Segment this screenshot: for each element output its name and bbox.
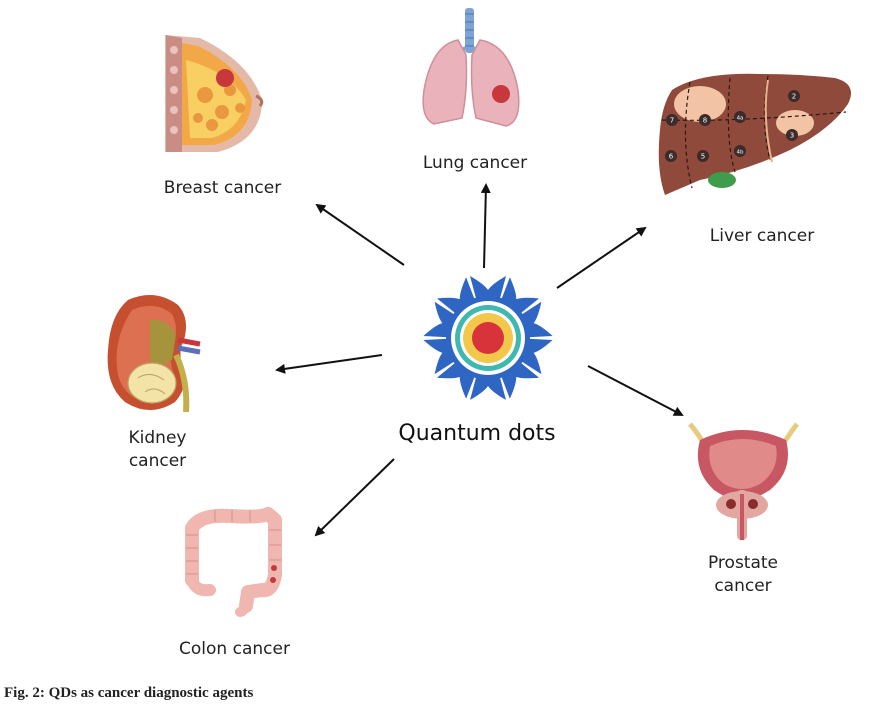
kidney-icon — [107, 295, 201, 413]
breast-icon — [165, 35, 264, 152]
kidney-label-line2: cancer — [128, 451, 187, 471]
liver-segment-label: 5 — [701, 153, 705, 161]
prostate-icon — [688, 422, 800, 540]
arrow-to-prostate — [587, 365, 684, 416]
arrows — [275, 183, 684, 537]
breast-cancer-label: Breast cancer — [163, 178, 282, 198]
arrow-to-colon — [314, 458, 395, 537]
prostate-label-line1: Prostate — [707, 553, 779, 573]
kidney-label-line1: Kidney — [128, 428, 187, 448]
quantum-dot-ligand — [470, 276, 506, 302]
liver-segment-label: 6 — [669, 153, 674, 161]
liver-segment-label: 2 — [792, 93, 796, 101]
figure-caption: Fig. 2: QDs as cancer diagnostic agents — [4, 685, 254, 701]
lung-cancer-label: Lung cancer — [422, 153, 528, 173]
lungs-icon — [422, 8, 520, 127]
quantum-dot-icon — [423, 276, 553, 400]
prostate-label-line2: cancer — [714, 576, 772, 596]
colon-cancer-label: Colon cancer — [179, 639, 290, 659]
liver-segment-label: 4a — [737, 116, 744, 122]
quantum-dot-ligand — [470, 374, 506, 400]
liver-segment-label: 7 — [670, 117, 674, 125]
liver-icon: 2 3 4a 4b 5 6 7 8 — [658, 73, 852, 195]
arrow-to-kidney — [275, 354, 383, 374]
liver-segment-label: 3 — [790, 132, 794, 140]
quantum-dots-label: Quantum dots — [398, 421, 556, 446]
kidney-cancer-label: Kidney cancer — [110, 427, 205, 473]
liver-segment-label: 4b — [737, 150, 744, 156]
prostate-cancer-label: Prostate cancer — [688, 552, 798, 598]
arrow-to-breast — [315, 203, 405, 266]
liver-cancer-label: Liver cancer — [709, 226, 815, 246]
arrow-to-liver — [556, 226, 647, 289]
colon-icon — [185, 507, 282, 617]
arrow-to-lung — [480, 183, 491, 269]
liver-segment-label: 8 — [703, 117, 707, 125]
